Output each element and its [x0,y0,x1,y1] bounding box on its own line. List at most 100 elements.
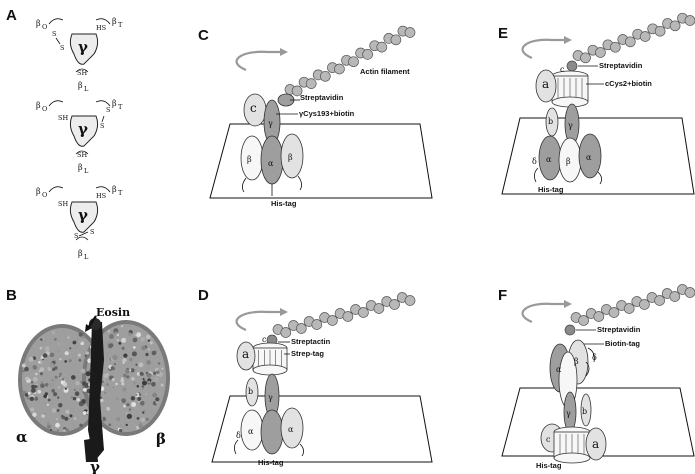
structure-atom [122,383,125,386]
structure-atom [133,346,136,349]
structure-atom [64,417,68,421]
structure-atom [142,385,144,387]
b-gamma-label: γ [90,458,100,474]
structure-atom [131,377,134,380]
structure-atom [109,424,112,427]
structure-atom [127,414,132,419]
b-alpha-label: α [16,428,28,446]
actin-bead [312,320,322,330]
structure-atom [119,429,122,432]
structure-atom [150,341,153,344]
a3-s-bottom: S [74,232,78,240]
structure-atom [43,394,47,398]
c-biotin-label: γCys193+biotin [299,109,355,118]
structure-atom [32,413,36,417]
structure-atom [121,398,126,403]
structure-atom [63,382,67,386]
structure-atom [59,373,61,375]
a-diagram-1: β O β T S S HS γ SH β L [36,17,123,93]
structure-atom [47,425,51,429]
a3-beta-l: β [78,249,83,258]
structure-atom [142,388,144,390]
structure-atom [40,383,45,388]
structure-atom [156,371,160,375]
d-label-gamma: γ [268,393,273,402]
a1-s-top: S [52,30,56,38]
structure-atom [135,394,137,396]
c-streptavidin-label: Streptavidin [300,93,344,102]
structure-atom [43,353,48,358]
structure-atom [121,338,126,343]
structure-atom [25,393,28,396]
structure-atom [106,383,109,386]
structure-atom [141,418,145,422]
f-label-b: b [582,407,587,416]
structure-atom [56,418,58,420]
panel-c: C c γ β α β Actin filament Streptavidin … [198,26,432,208]
actin-bead [296,324,306,334]
structure-atom [83,411,87,415]
structure-atom [70,414,73,417]
b-beta-label: β [156,430,166,448]
actin-bead [405,296,415,306]
structure-atom [66,428,69,431]
f-histag-label: His-tag [536,461,562,470]
e-streptavidin-bead [567,61,577,71]
actin-bead [640,32,650,42]
a3-beta-l-sub: L [84,253,89,261]
structure-atom [139,394,141,396]
a1-beta-o: β [36,19,41,28]
structure-atom [50,353,55,358]
c-label-beta-2: β [288,153,293,162]
structure-atom [146,418,149,421]
d-histag-label: His-tag [258,458,284,467]
actin-bead [390,300,400,310]
a1-gamma: γ [78,38,88,56]
structure-atom [131,402,136,407]
structure-atom [151,382,156,387]
structure-atom [136,332,141,337]
a3-gamma: γ [78,206,88,224]
a1-beta-l: β [78,81,83,90]
structure-atom [75,388,77,390]
structure-atom [126,375,129,378]
e-label-b: b [548,117,553,126]
structure-atom [48,412,50,414]
structure-atom [109,343,113,347]
structure-atom [119,342,122,345]
structure-atom [63,429,66,432]
structure-atom [58,403,62,407]
a1-s-top-2: S [60,44,64,52]
structure-atom [26,396,29,399]
structure-atom [155,397,159,401]
structure-atom [69,359,72,362]
c-rotation-arrow [237,52,280,70]
structure-atom [55,376,58,379]
f-label-delta: δ [592,353,597,362]
e-actin-filament [573,13,695,63]
a1-beta-t-sub: T [118,21,123,29]
c-subunit-beta-1 [241,136,263,180]
a3-beta-t: β [112,185,117,194]
structure-atom [117,334,119,336]
structure-atom [104,392,106,394]
structure-atom [132,351,137,356]
structure-atom [123,354,127,358]
structure-atom [57,396,59,398]
f-rotation-arrow [523,304,564,322]
structure-atom [122,387,126,391]
structure-atom [73,341,77,345]
structure-atom [112,378,115,381]
d-label-b: b [248,387,253,396]
a3-sh-left: SH [58,200,68,208]
actin-bead [327,316,337,326]
structure-atom [128,333,132,337]
panel-label-c: C [198,27,209,44]
structure-atom [49,383,54,388]
structure-atom [129,408,132,411]
d-streptag-label: Strep-tag [291,349,324,358]
structure-atom [140,401,145,406]
f-streptavidin-label: Streptavidin [597,325,641,334]
structure-atom [40,347,43,350]
